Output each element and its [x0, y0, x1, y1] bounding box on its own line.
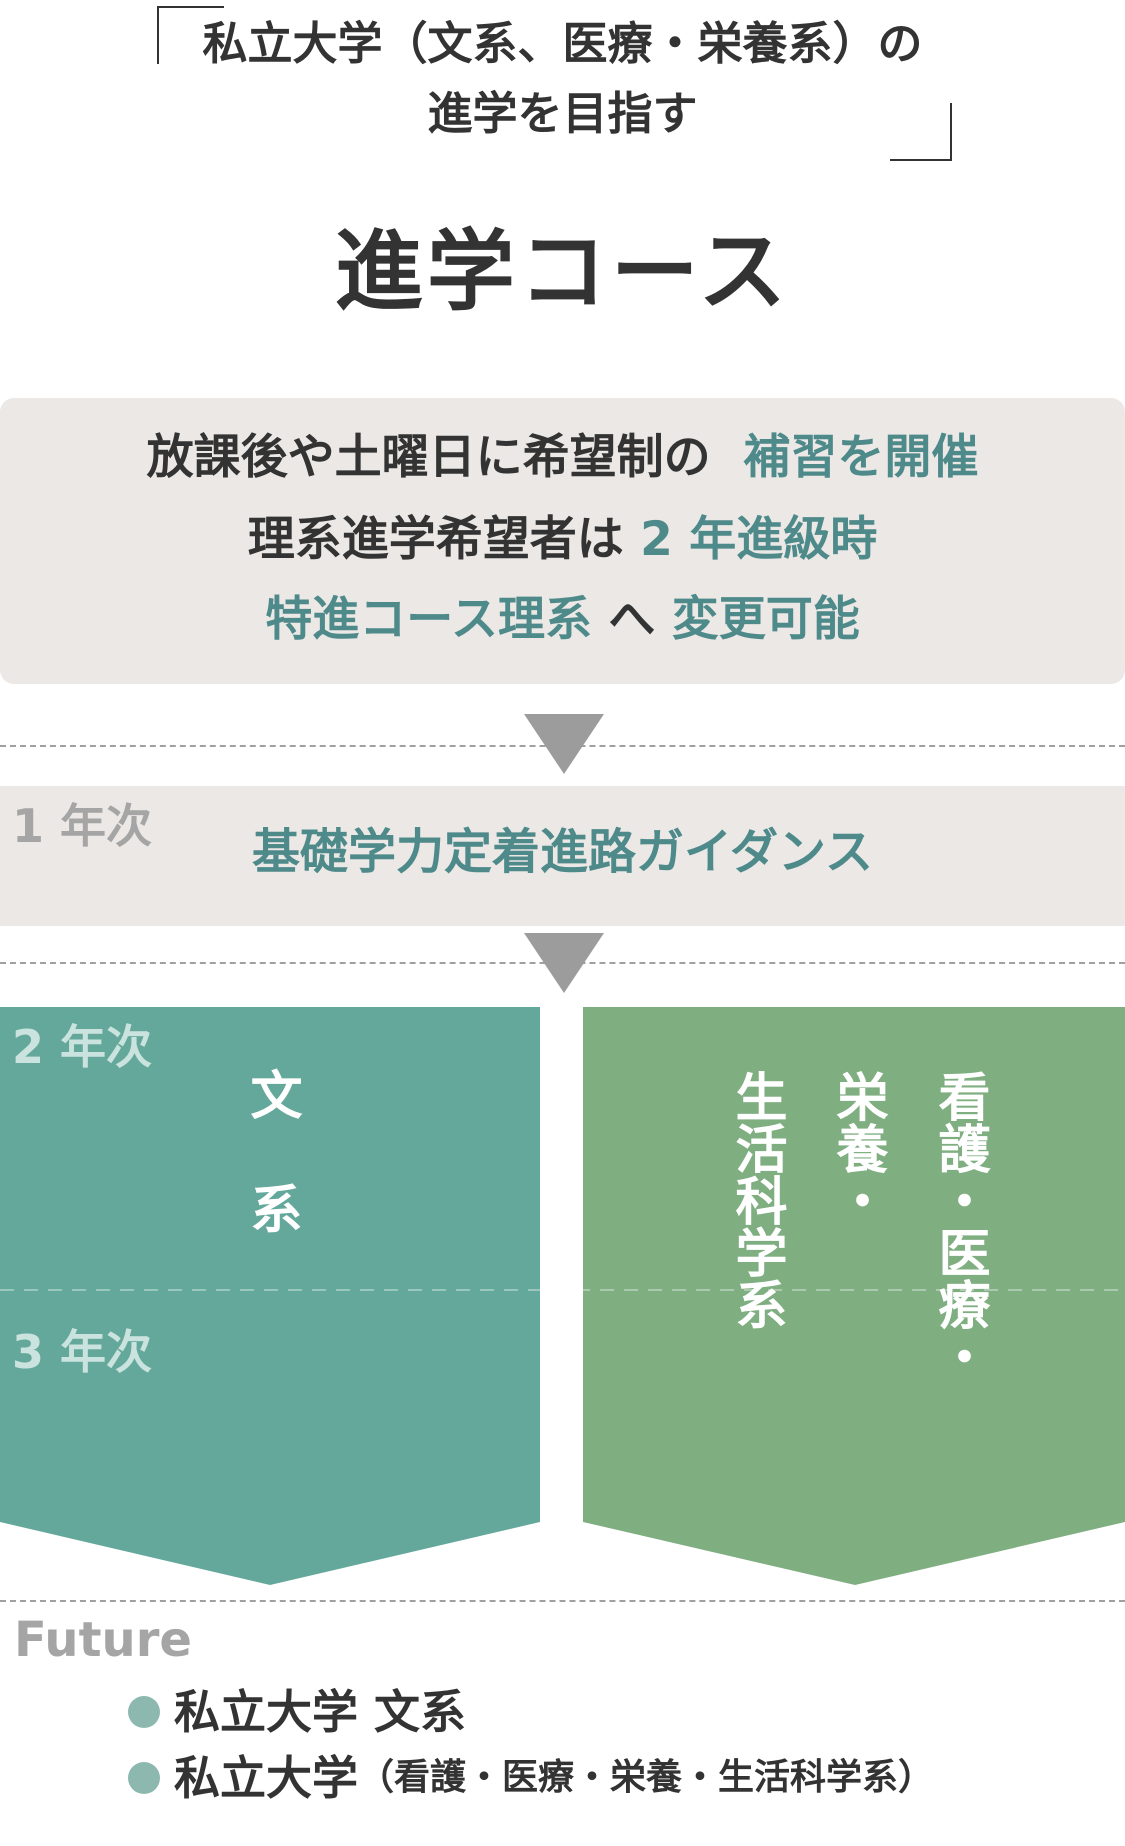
intro-line2-highlight: 2 年進級時 [640, 512, 878, 567]
intro-line2-text: 理系進学希望者は [247, 512, 624, 567]
intro-line2: 理系進学希望者は 2 年進級時 [0, 510, 1125, 570]
future-label: Future [14, 1612, 192, 1668]
subtitle-line2: 進学を目指す [427, 87, 698, 140]
course-columns [0, 1007, 1125, 1585]
quote-bracket-open [157, 6, 224, 64]
intro-line3-text: へ [608, 592, 656, 647]
year2-label: 2 年次 [12, 1020, 153, 1074]
medical-label-col1: 看護・医療・ [929, 1070, 989, 1382]
subtitle-line1: 私立大学（文系、医療・栄養系）の [202, 17, 923, 70]
medical-label-col3: 生活科学系 [726, 1070, 786, 1330]
intro-line1-highlight: 補習を開催 [743, 430, 979, 485]
intro-line3: 特進コース理系 へ 変更可能 [0, 590, 1125, 650]
page-title: 進学コース [334, 220, 791, 323]
down-arrow-icon-2 [524, 933, 604, 993]
intro-box [0, 398, 1125, 684]
future-item-1-text: 私立大学 文系 [174, 1685, 467, 1739]
medical-column [583, 1007, 1125, 1585]
bullet-icon [128, 1762, 160, 1794]
medical-label-col2: 栄養・ [827, 1070, 887, 1226]
future-item-2-detail: （看護・医療・栄養・生活科学系） [358, 1757, 935, 1798]
bullet-icon [128, 1696, 160, 1728]
year1-content: 基礎学力定着進路ガイダンス [251, 824, 874, 880]
down-arrow-icon-1 [524, 714, 604, 774]
year1-band [0, 786, 1125, 926]
future-item-1: 私立大学 文系 [128, 1682, 466, 1742]
bunkei-label: 文系 [241, 1068, 301, 1296]
intro-line1-text: 放課後や土曜日に希望制の [146, 430, 711, 485]
future-item-2: 私立大学 （看護・医療・栄養・生活科学系） [128, 1748, 934, 1808]
quote-bracket-close [890, 103, 952, 161]
bunkei-column [0, 1007, 540, 1585]
future-item-2-text: 私立大学 [174, 1751, 358, 1805]
dashed-separator-3 [0, 1600, 1125, 1602]
intro-line3-highlight-a: 特進コース理系 [265, 592, 592, 647]
year3-label: 3 年次 [12, 1325, 153, 1379]
intro-line1: 放課後や土曜日に希望制の 補習を開催 [0, 428, 1125, 488]
intro-line3-highlight-b: 変更可能 [671, 592, 860, 647]
year1-label: 1 年次 [12, 799, 153, 853]
